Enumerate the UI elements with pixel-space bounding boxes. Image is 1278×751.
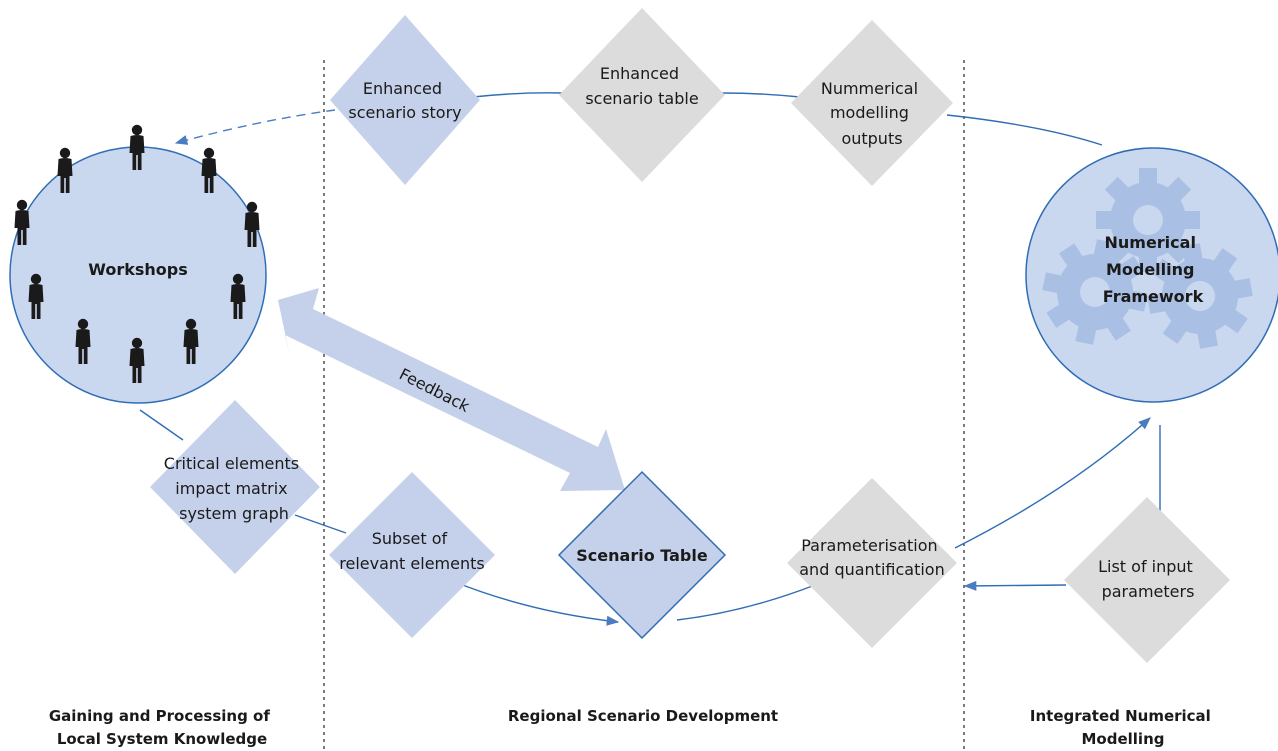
parameterisation-node: Parameterisation and quantification xyxy=(787,478,957,648)
framework-node: Numerical Modelling Framework xyxy=(1025,147,1278,403)
connector-workshops-to-critical xyxy=(139,409,184,441)
connector-story-to-table xyxy=(472,92,563,98)
feedback-arrow xyxy=(278,288,625,491)
connector-table-to-outputs xyxy=(721,92,801,98)
svg-text:Parameterisation and qua: Parameterisation and quantification xyxy=(799,536,944,579)
workshops-label: Workshops xyxy=(88,260,187,279)
svg-text:Nummerical modelling: Nummerical modelling outputs xyxy=(821,79,923,148)
connector-inputs-to-param xyxy=(963,580,1067,591)
svg-text:Critical elements impact: Critical elements impact matrix system g… xyxy=(164,454,304,523)
enhanced-table-node: Enhanced scenario table xyxy=(559,8,725,182)
input-parameters-node: List of input parameters xyxy=(1064,497,1230,663)
svg-text:Enhanced scenario table: Enhanced scenario table xyxy=(585,64,698,108)
column-title-middle: Regional Scenario Development xyxy=(508,707,778,725)
connector-scenario-to-param xyxy=(676,584,816,621)
framework-label: Numerical Modelling Framework xyxy=(1103,233,1204,306)
connector-subset-to-scenario xyxy=(454,581,620,626)
svg-text:Enhanced scenario story: Enhanced scenario story xyxy=(348,79,461,122)
column-title-left: Gaining and Processing of Local System K… xyxy=(49,707,275,748)
scenario-table-node: Scenario Table xyxy=(557,470,727,640)
connector-outputs-to-framework xyxy=(946,114,1103,146)
workshops-node: Workshops xyxy=(9,124,267,404)
subset-node: Subset of relevant elements xyxy=(329,472,495,638)
svg-text:Subset of relevant eleme: Subset of relevant elements xyxy=(339,529,484,573)
numerical-outputs-node: Nummerical modelling outputs xyxy=(791,20,953,186)
connectors xyxy=(139,92,1161,626)
dashed-connector-story-to-workshops xyxy=(174,109,336,145)
critical-elements-node: Critical elements impact matrix system g… xyxy=(150,400,320,574)
enhanced-story-node: Enhanced scenario story xyxy=(330,15,480,185)
column-title-right: Integrated Numerical Modelling xyxy=(1030,707,1216,748)
svg-text:List of input parameters: List of input parameters xyxy=(1098,557,1198,601)
connector-param-to-framework xyxy=(954,417,1151,549)
svg-text:Scenario Table: Scenario Table xyxy=(576,546,708,565)
connector-critical-to-subset xyxy=(294,514,347,534)
